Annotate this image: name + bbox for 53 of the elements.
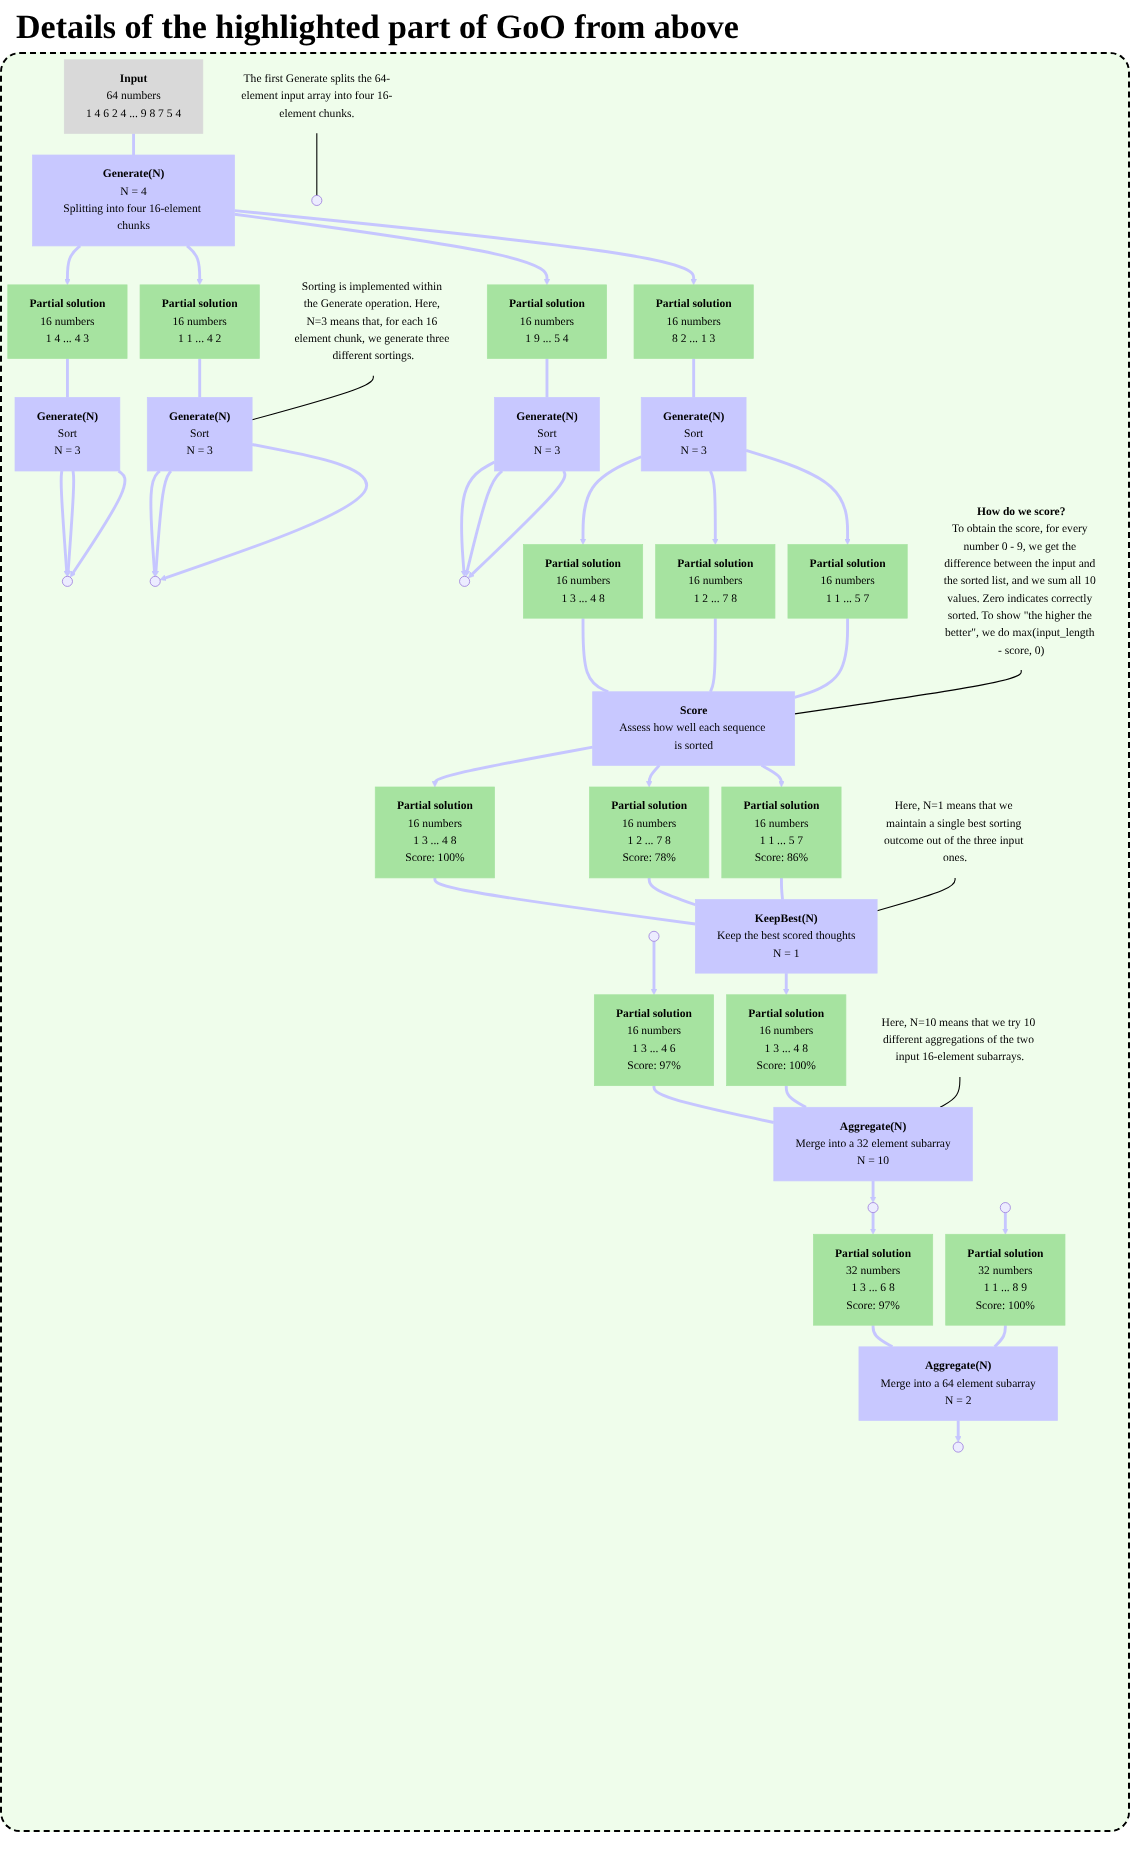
- arrow: [467, 470, 567, 579]
- arrow: [234, 209, 697, 286]
- arrow: [64, 244, 82, 286]
- connector: [132, 133, 135, 155]
- arrow: [65, 470, 76, 577]
- connector: [652, 1085, 775, 1124]
- diagram-title: Details of the highlighted part of GoO from above: [16, 8, 741, 48]
- arrow: [783, 973, 790, 996]
- arrow: [869, 1212, 877, 1235]
- arrow: [59, 470, 70, 577]
- node-dots: [62, 575, 73, 587]
- connector: [66, 358, 69, 398]
- connector: [794, 669, 1022, 715]
- connector: [581, 618, 609, 694]
- arrow: [869, 1180, 877, 1203]
- arrow: [186, 244, 203, 286]
- arrow: [709, 470, 719, 545]
- node-dots: [648, 930, 660, 942]
- connector: [251, 375, 374, 421]
- node-dots: [867, 1202, 879, 1213]
- connector: [709, 618, 717, 693]
- arrow: [460, 460, 496, 577]
- arrow: [234, 212, 551, 286]
- connector: [692, 358, 696, 398]
- arrow: [152, 470, 173, 577]
- connector: [876, 877, 956, 912]
- node-dots: [149, 575, 161, 587]
- connector: [993, 1325, 1007, 1348]
- connector: [939, 1076, 961, 1108]
- connector: [794, 618, 850, 699]
- connector: [433, 877, 696, 926]
- connector: [871, 1325, 894, 1349]
- node-dots: [459, 575, 470, 587]
- connector: [198, 358, 202, 398]
- connector: [545, 358, 549, 398]
- arrow: [579, 455, 642, 545]
- arrow: [760, 764, 785, 788]
- arrow: [646, 764, 661, 788]
- arrow: [149, 469, 161, 577]
- arrow: [69, 469, 127, 578]
- arrow: [464, 469, 504, 577]
- arrow: [431, 745, 593, 788]
- arrow: [650, 941, 658, 996]
- connector: [784, 1085, 807, 1109]
- arrow: [955, 1420, 962, 1443]
- node-dots: [999, 1202, 1011, 1213]
- arrow: [1002, 1212, 1009, 1235]
- connector: [780, 877, 784, 900]
- arrow: [745, 449, 851, 545]
- connector: [647, 877, 696, 907]
- node-dots: [952, 1441, 964, 1453]
- connector: [316, 132, 318, 196]
- arrow: [159, 443, 368, 581]
